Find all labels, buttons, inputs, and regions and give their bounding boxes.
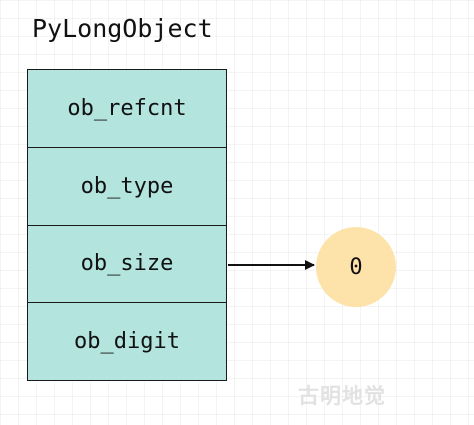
value-node: 0 — [316, 227, 396, 307]
field-ob-digit: ob_digit — [28, 303, 226, 380]
field-ob-size: ob_size — [28, 225, 226, 304]
value-node-label: 0 — [349, 254, 363, 280]
field-ob-type: ob_type — [28, 147, 226, 226]
field-ob-refcnt: ob_refcnt — [28, 70, 226, 148]
watermark: 古明地觉 — [298, 384, 386, 408]
pylongobject-struct: ob_refcnt ob_type ob_size ob_digit — [27, 69, 227, 381]
diagram-title: PyLongObject — [32, 14, 213, 43]
